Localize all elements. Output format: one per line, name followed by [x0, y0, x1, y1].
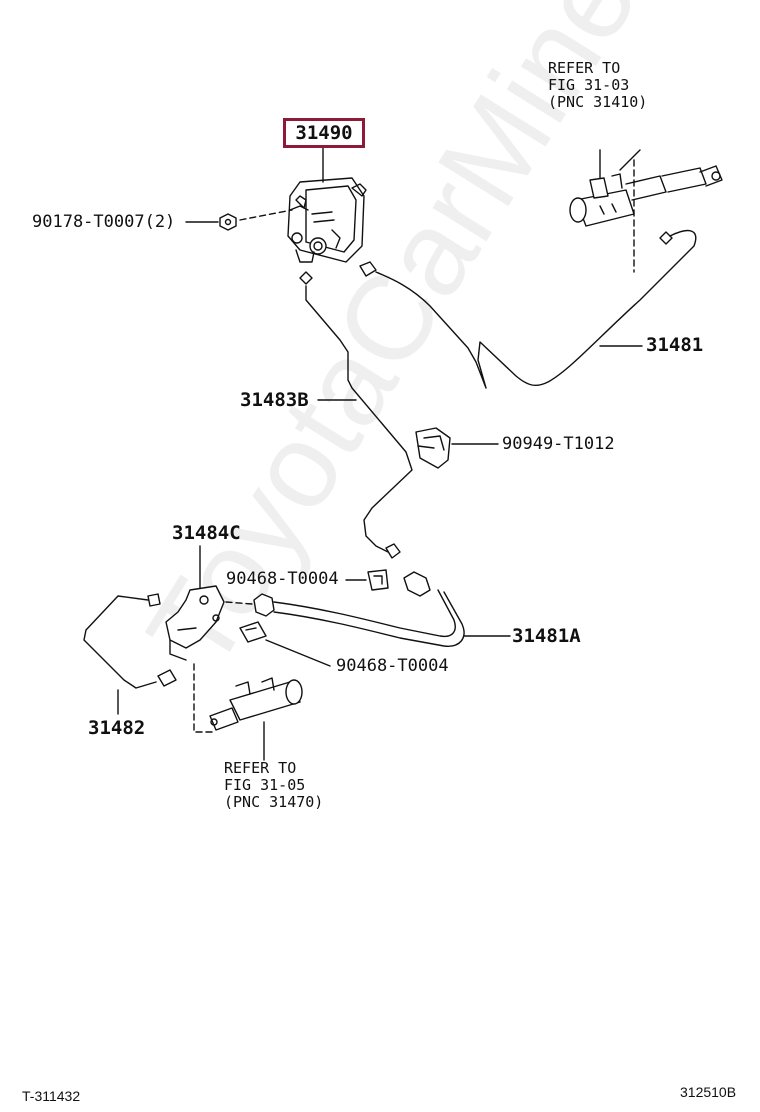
tube-31482: [83, 593, 177, 689]
refer-note-slave-cylinder: REFER TO FIG 31-05 (PNC 31470): [224, 759, 324, 811]
part-label-31481A[interactable]: 31481A: [512, 625, 581, 647]
part-label-90949[interactable]: 90949-T1012: [502, 434, 615, 454]
tube-31481: [359, 229, 697, 389]
part-label-90468-upper[interactable]: 90468-T0004: [226, 569, 339, 589]
part-label-90468-lower[interactable]: 90468-T0004: [336, 656, 449, 676]
part-label-31481[interactable]: 31481: [646, 334, 704, 356]
part-number-31490[interactable]: 31490: [295, 122, 353, 144]
slave-cylinder: [209, 677, 303, 731]
accumulator-assembly: [287, 177, 367, 263]
hose-31481A: [253, 571, 465, 647]
clip-90949: [415, 427, 451, 469]
highlighted-part-box[interactable]: 31490: [283, 118, 365, 148]
part-label-31482[interactable]: 31482: [88, 717, 146, 739]
bracket-31484C: [165, 585, 225, 661]
diagram-ref-code: T-311432: [22, 1088, 81, 1104]
master-cylinder: [569, 165, 723, 227]
part-label-31483B[interactable]: 31483B: [240, 389, 309, 411]
tube-31483B: [299, 271, 413, 559]
part-label-31484C[interactable]: 31484C: [172, 522, 241, 544]
figure-id-code: 312510B: [680, 1084, 737, 1100]
refer-note-master-cylinder: REFER TO FIG 31-03 (PNC 31410): [548, 59, 648, 111]
part-label-90178[interactable]: 90178-T0007(2): [32, 212, 176, 232]
